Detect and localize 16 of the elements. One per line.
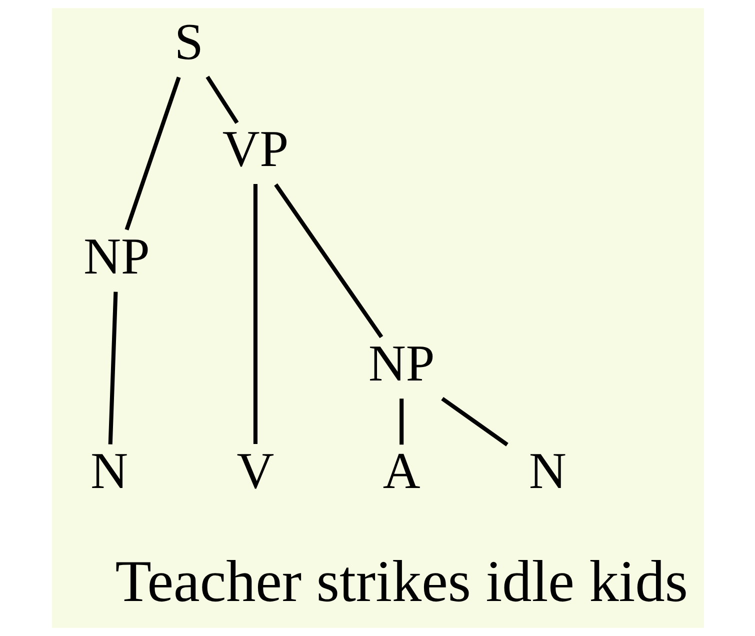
node-text: N [528,442,566,500]
connector [399,398,404,445]
label: Teacher strikes idle kids [114,548,688,614]
node-text: A [382,442,420,500]
connector [274,183,383,338]
connector [440,396,508,446]
connector [252,184,257,444]
node-text: N [90,442,128,500]
node-text: VP [222,121,288,178]
node-text: NP [83,228,150,286]
node-text: S [174,14,203,71]
connector [108,292,118,444]
node-text: V [236,442,274,500]
node-text: NP [368,336,434,393]
connector [205,76,238,124]
connector [124,76,180,230]
